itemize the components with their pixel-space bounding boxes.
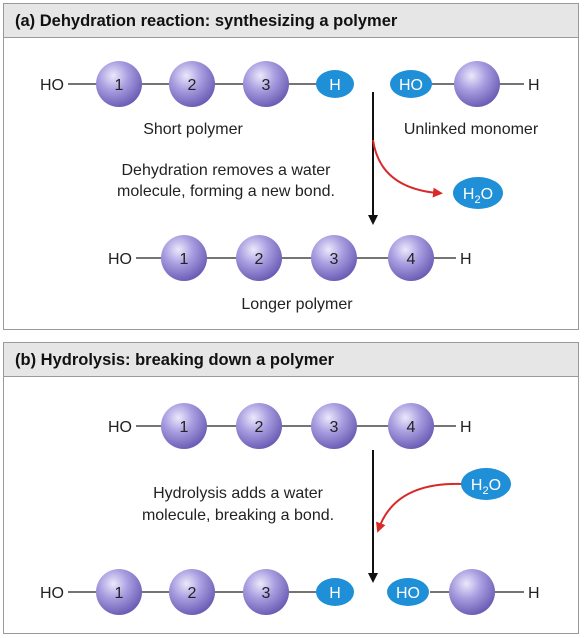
monomer-number: 3 bbox=[330, 251, 339, 268]
short-polymer-b: HO 1 2 3 H bbox=[40, 569, 354, 615]
ho-end-label: HO bbox=[108, 251, 132, 268]
short-polymer-label: Short polymer bbox=[143, 121, 243, 138]
ho-end-label: HO bbox=[40, 77, 64, 94]
longer-polymer-a: HO 1 2 3 4 H bbox=[108, 235, 472, 281]
dehydration-explanation-line2: molecule, forming a new bond. bbox=[117, 183, 335, 200]
hydrolysis-explanation-line2: molecule, breaking a bond. bbox=[142, 507, 334, 524]
monomer-number: 4 bbox=[407, 419, 416, 436]
unlinked-monomer-label: Unlinked monomer bbox=[404, 121, 539, 138]
monomer-sphere bbox=[243, 61, 289, 107]
hydrogen-blob bbox=[316, 578, 354, 606]
hydrogen-label: H bbox=[329, 77, 341, 94]
released-monomer-b: HO H bbox=[387, 569, 540, 615]
water-release-arrow bbox=[372, 139, 443, 198]
hydrolysis-panel-header: (b) Hydrolysis: breaking down a polymer bbox=[4, 343, 578, 377]
h-end-label: H bbox=[528, 77, 540, 94]
monomer-sphere bbox=[449, 569, 495, 615]
longer-polymer-label: Longer polymer bbox=[241, 296, 353, 313]
monomer-sphere bbox=[161, 403, 207, 449]
hydroxyl-label: HO bbox=[396, 585, 420, 602]
monomer-sphere bbox=[243, 569, 289, 615]
hydrogen-label: H bbox=[329, 585, 341, 602]
monomer-number: 1 bbox=[180, 419, 189, 436]
short-polymer-a: HO 1 2 3 H bbox=[40, 61, 354, 107]
h-end-label: H bbox=[528, 585, 540, 602]
monomer-sphere bbox=[311, 403, 357, 449]
water-label: H2O bbox=[471, 477, 501, 497]
water-molecule-b: H2O bbox=[461, 468, 511, 500]
monomer-number: 1 bbox=[180, 251, 189, 268]
monomer-number: 2 bbox=[255, 419, 264, 436]
monomer-number: 2 bbox=[255, 251, 264, 268]
hydroxyl-blob bbox=[387, 578, 429, 606]
monomer-number: 3 bbox=[262, 77, 271, 94]
monomer-sphere bbox=[311, 235, 357, 281]
hydrogen-blob bbox=[316, 70, 354, 98]
hydrolysis-explanation-line1: Hydrolysis adds a water bbox=[153, 485, 324, 502]
ho-end-label: HO bbox=[108, 419, 132, 436]
water-label: H2O bbox=[463, 186, 493, 206]
dehydration-explanation-line1: Dehydration removes a water bbox=[122, 162, 332, 179]
monomer-sphere bbox=[236, 235, 282, 281]
monomer-number: 2 bbox=[188, 77, 197, 94]
hydrolysis-panel-title: (b) Hydrolysis: breaking down a polymer bbox=[15, 351, 335, 369]
dehydration-panel-header: (a) Dehydration reaction: synthesizing a… bbox=[4, 4, 578, 38]
monomer-number: 3 bbox=[262, 585, 271, 602]
unlinked-monomer-a: HO H bbox=[390, 61, 540, 107]
monomer-sphere bbox=[388, 403, 434, 449]
monomer-number: 1 bbox=[115, 77, 124, 94]
monomer-sphere bbox=[169, 61, 215, 107]
hydroxyl-blob bbox=[390, 70, 432, 98]
water-molecule-a: H2O bbox=[453, 177, 503, 209]
monomer-sphere bbox=[388, 235, 434, 281]
monomer-sphere bbox=[169, 569, 215, 615]
dehydration-panel-title: (a) Dehydration reaction: synthesizing a… bbox=[15, 12, 398, 30]
ho-end-label: HO bbox=[40, 585, 64, 602]
hydroxyl-label: HO bbox=[399, 77, 423, 94]
dehydration-panel: (a) Dehydration reaction: synthesizing a… bbox=[3, 3, 579, 330]
monomer-number: 4 bbox=[407, 251, 416, 268]
monomer-number: 3 bbox=[330, 419, 339, 436]
water-addition-arrow bbox=[376, 482, 463, 533]
monomer-sphere bbox=[96, 569, 142, 615]
h-end-label: H bbox=[460, 251, 472, 268]
monomer-sphere bbox=[454, 61, 500, 107]
monomer-number: 1 bbox=[115, 585, 124, 602]
monomer-sphere bbox=[236, 403, 282, 449]
polymer-b: HO 1 2 3 4 H bbox=[108, 403, 472, 449]
monomer-sphere bbox=[161, 235, 207, 281]
monomer-sphere bbox=[96, 61, 142, 107]
h-end-label: H bbox=[460, 419, 472, 436]
monomer-number: 2 bbox=[188, 585, 197, 602]
